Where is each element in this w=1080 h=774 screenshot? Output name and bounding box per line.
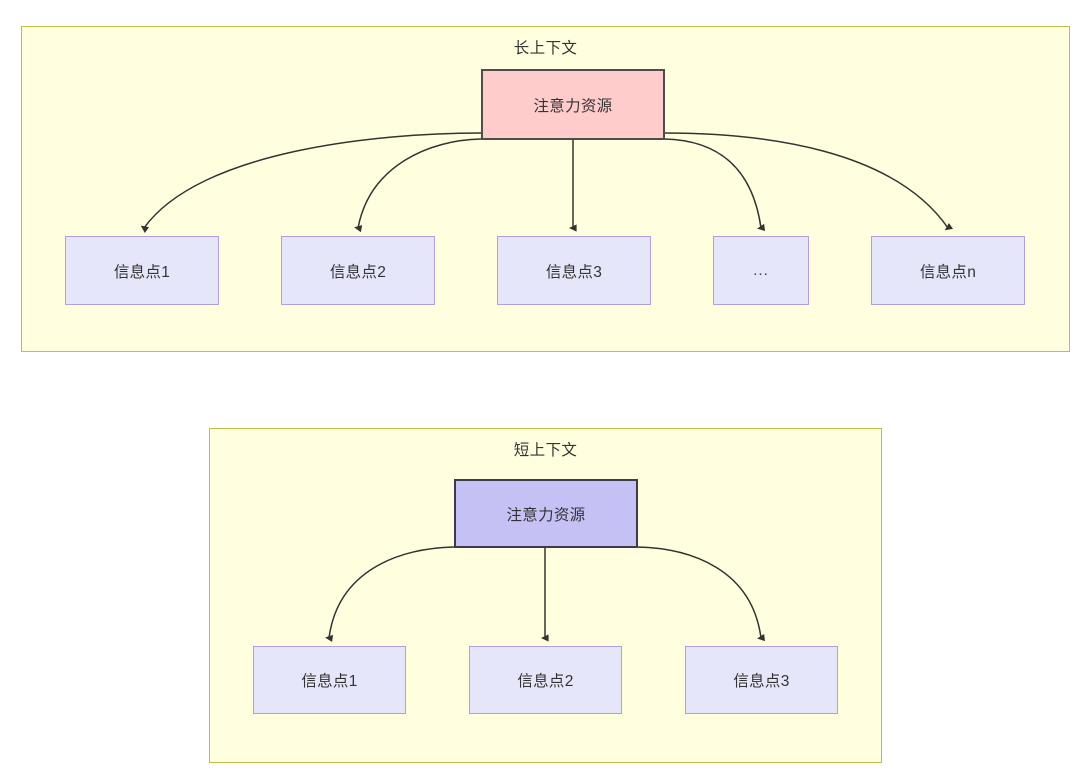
node-info-point-3-long[interactable]: 信息点3: [497, 236, 651, 305]
panel-short-context-title: 短上下文: [513, 442, 578, 459]
node-info-point-ellipsis-long[interactable]: ...: [713, 236, 809, 305]
node-info-point-n-long[interactable]: 信息点n: [871, 236, 1025, 305]
node-info-point-1-short[interactable]: 信息点1: [253, 646, 406, 714]
node-info-point-2-long[interactable]: 信息点2: [281, 236, 435, 305]
node-attention-resource-short[interactable]: 注意力资源: [454, 479, 638, 548]
panel-long-context-title: 长上下文: [513, 40, 578, 57]
node-info-point-3-short[interactable]: 信息点3: [685, 646, 838, 714]
node-info-point-1-long[interactable]: 信息点1: [65, 236, 219, 305]
node-info-point-2-short[interactable]: 信息点2: [469, 646, 622, 714]
node-attention-resource-long[interactable]: 注意力资源: [481, 69, 665, 140]
